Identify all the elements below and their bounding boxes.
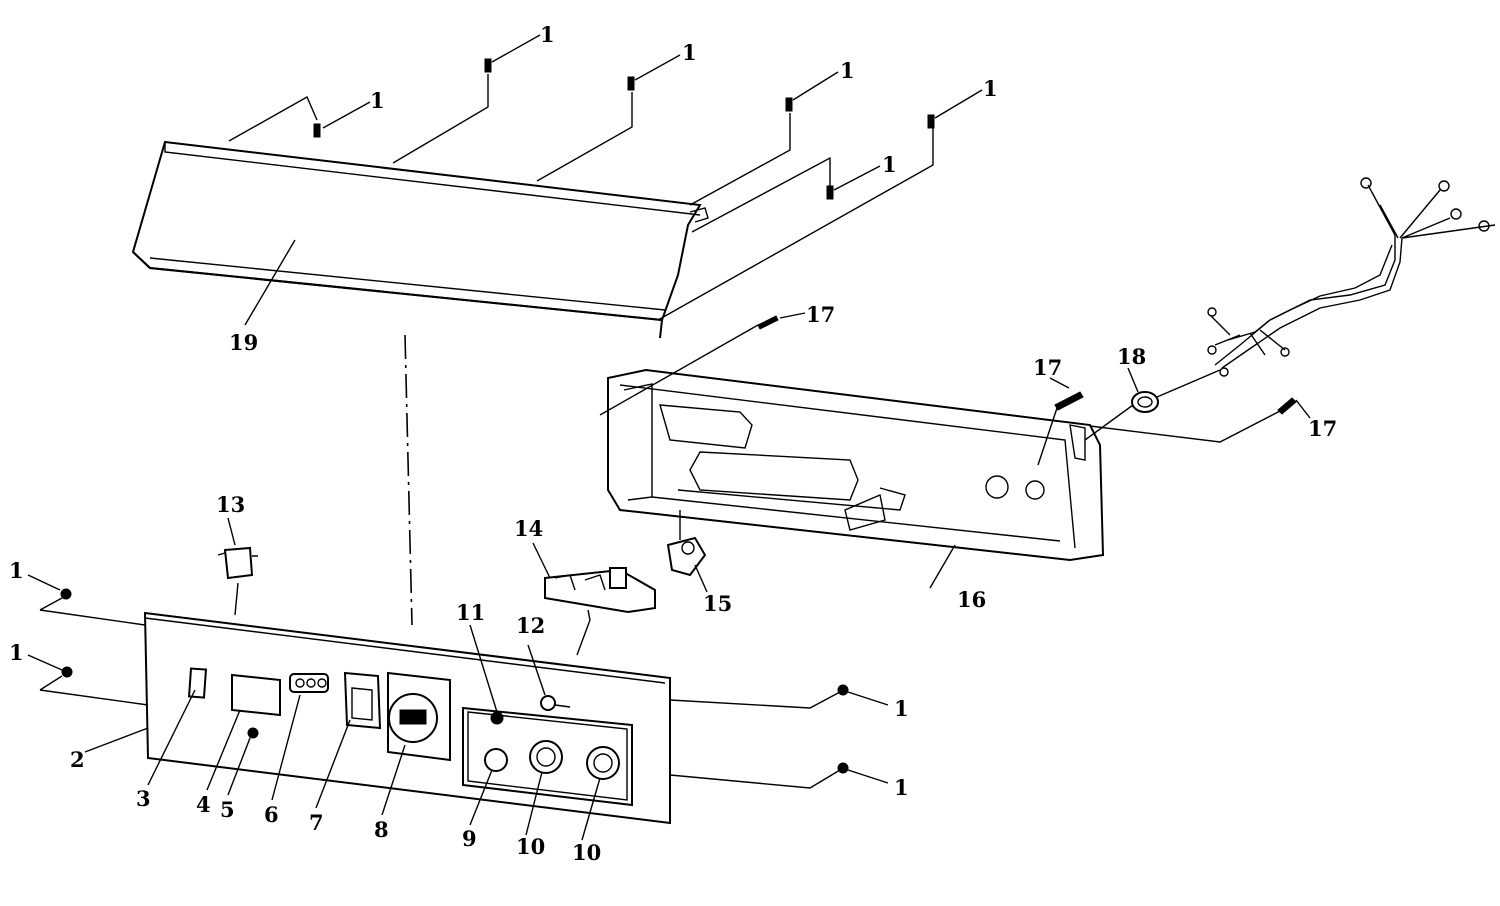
callout-label: 9 — [462, 826, 477, 851]
module-part-14 — [532, 542, 656, 656]
callout-label: 1 — [682, 40, 697, 65]
callout-label: 1 — [9, 558, 24, 583]
callout-label: 12 — [516, 613, 545, 638]
callout-label: 17 — [1033, 355, 1062, 380]
panel-components — [187, 667, 620, 780]
callout-label: 4 — [196, 792, 211, 817]
callout-label: 1 — [894, 696, 909, 721]
leader-lines-17 — [599, 312, 1311, 466]
callout-label: 19 — [229, 330, 258, 355]
screw-icon — [313, 58, 935, 200]
callout-label: 10 — [516, 834, 545, 859]
callout-label: 3 — [136, 786, 151, 811]
callout-label: 8 — [374, 817, 389, 842]
grommet-part-18 — [1084, 367, 1221, 441]
callout-label: 10 — [572, 840, 601, 865]
callout-label: 15 — [703, 591, 732, 616]
callout-label: 14 — [514, 516, 543, 541]
top-cover-part-19 — [131, 140, 709, 339]
callout-label: 1 — [983, 76, 998, 101]
callout-label: 11 — [456, 600, 485, 625]
alignment-line — [404, 334, 413, 626]
callout-label: 17 — [806, 302, 835, 327]
screw-icon — [60, 588, 849, 774]
callout-label: 1 — [540, 22, 555, 47]
rear-housing-part-16 — [607, 368, 1105, 562]
wire-harness — [1207, 177, 1496, 377]
leader-lines-panel — [27, 544, 956, 841]
callout-label: 5 — [220, 797, 235, 822]
callout-label: 17 — [1308, 416, 1337, 441]
callout-label: 2 — [70, 747, 85, 772]
switch-part-15 — [666, 510, 708, 593]
callout-label: 6 — [264, 802, 279, 827]
callout-label: 1 — [9, 640, 24, 665]
front-panel-part-2 — [143, 611, 671, 825]
callout-label: 18 — [1117, 344, 1146, 369]
callout-label: 1 — [894, 775, 909, 800]
callout-label: 7 — [309, 810, 324, 835]
callout-label: 1 — [882, 152, 897, 177]
leader-lines-top — [228, 34, 983, 326]
relay-part-13 — [217, 517, 258, 616]
callout-label: 1 — [370, 88, 385, 113]
callout-label: 13 — [216, 492, 245, 517]
callout-label: 1 — [840, 58, 855, 83]
callout-label: 16 — [957, 587, 986, 612]
callout-labels: 1 1 1 1 1 1 1 1 1 1 2 3 4 5 6 7 8 9 10 1… — [9, 22, 1337, 865]
